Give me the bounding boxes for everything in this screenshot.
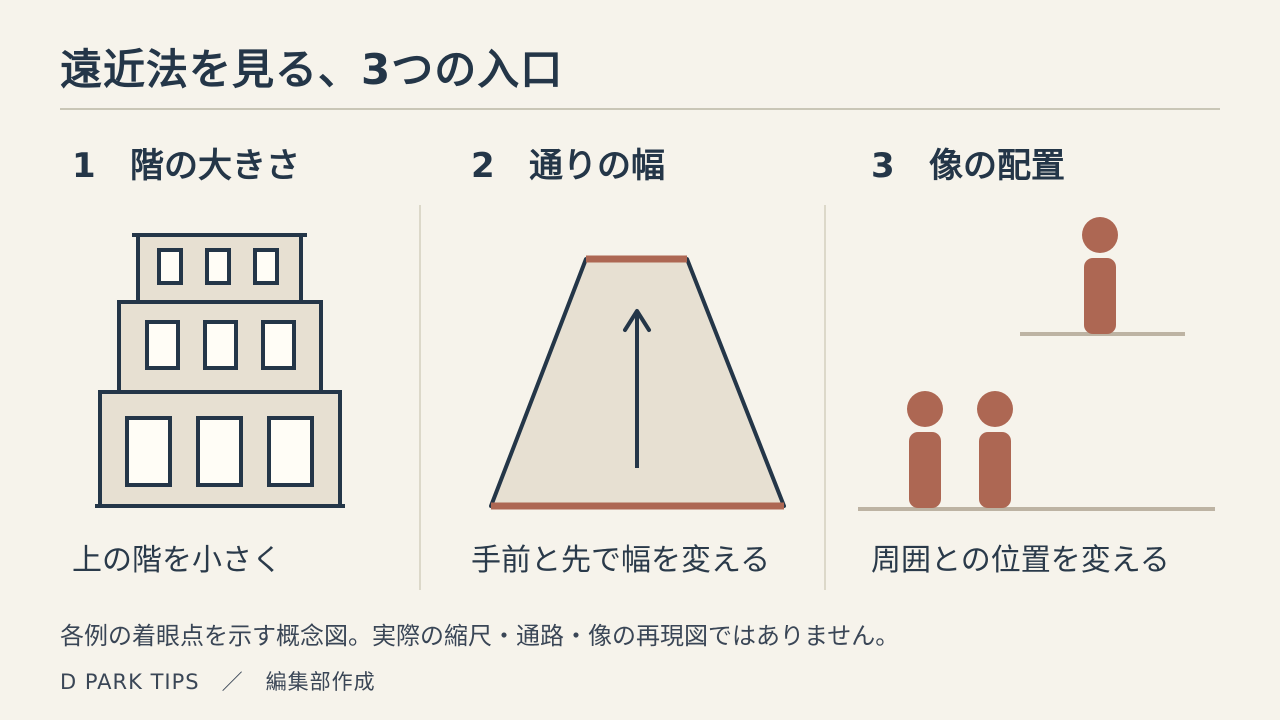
section-1-caption: 上の階を小さく <box>72 543 282 578</box>
road-figure <box>489 255 786 510</box>
window <box>261 320 296 370</box>
window <box>205 248 231 285</box>
section-2-title: 通りの幅 <box>529 146 665 186</box>
section-3-title: 像の配置 <box>929 146 1065 186</box>
window <box>145 320 180 370</box>
near-statue-1-head <box>907 391 943 427</box>
far-statue-head <box>1082 217 1118 253</box>
section-1-heading: 1 階の大きさ <box>72 138 300 187</box>
section-3-heading: 3 像の配置 <box>871 138 1065 187</box>
window <box>253 248 279 285</box>
title-divider <box>60 108 1220 110</box>
near-statue-2-body <box>979 432 1011 508</box>
statue-figure <box>858 217 1215 511</box>
window <box>157 248 183 285</box>
section-2-heading: 2 通りの幅 <box>471 138 665 187</box>
section-1-title: 階の大きさ <box>130 146 300 186</box>
column-divider-2 <box>824 205 826 590</box>
credit-line: D PARK TIPS ／ 編集部作成 <box>60 670 376 694</box>
section-3-caption: 周囲との位置を変える <box>871 543 1170 578</box>
disclaimer-note: 各例の着眼点を示す概念図。実際の縮尺・通路・像の再現図ではありません。 <box>60 622 900 650</box>
window <box>196 416 243 487</box>
window <box>125 416 172 487</box>
section-2-number: 2 <box>471 146 495 186</box>
direction-arrow-head <box>623 309 651 332</box>
window <box>203 320 238 370</box>
page-title: 遠近法を見る、3つの入口 <box>60 45 564 94</box>
window <box>267 416 314 487</box>
far-statue-body <box>1084 258 1116 334</box>
column-divider-1 <box>419 205 421 590</box>
section-1-number: 1 <box>72 146 96 186</box>
near-statue-1-body <box>909 432 941 508</box>
section-2-caption: 手前と先で幅を変える <box>471 543 771 578</box>
near-statue-2-head <box>977 391 1013 427</box>
section-3-number: 3 <box>871 146 895 186</box>
building-figure <box>95 233 345 508</box>
